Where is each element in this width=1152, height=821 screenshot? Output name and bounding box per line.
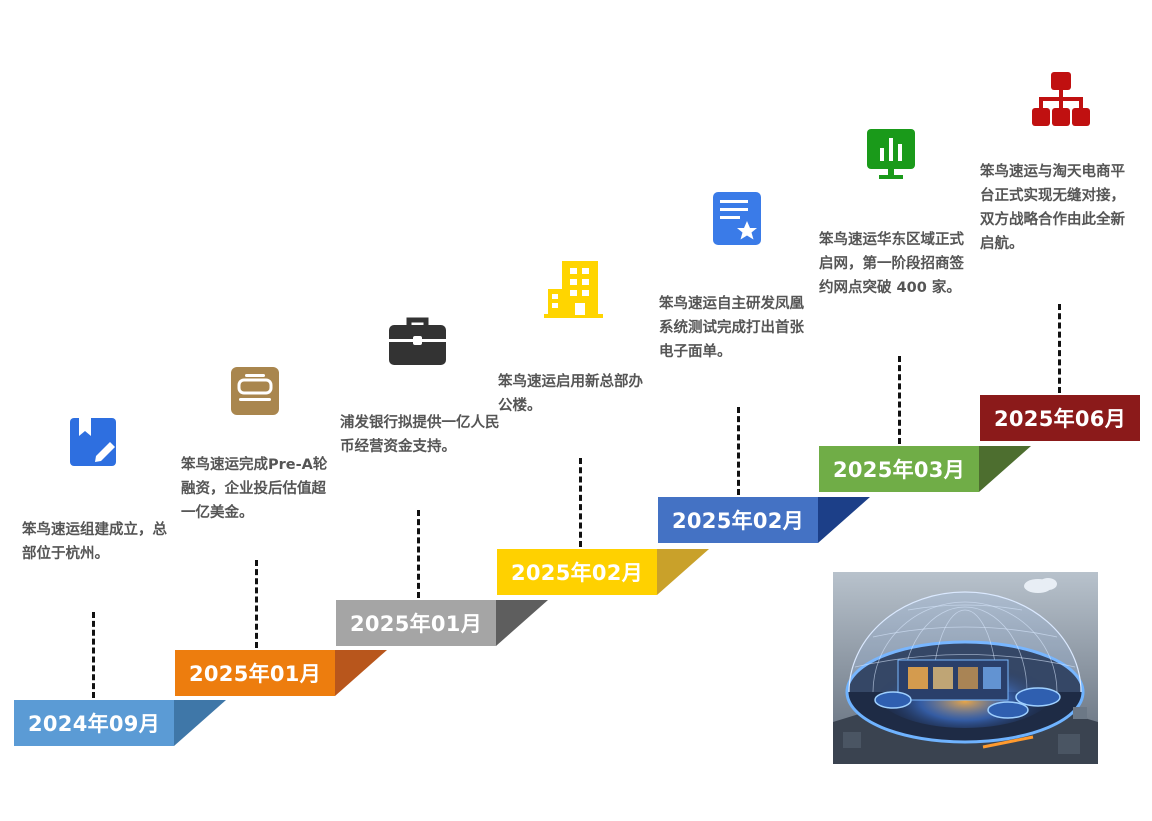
date-label: 2025年01月 [336,600,496,646]
date-label: 2025年02月 [658,497,818,543]
milestone-date-step-6: 2025年03月 [819,446,1031,492]
bookmark-edit-icon [70,418,116,466]
document-lines-icon [231,367,279,415]
step-fold [979,446,1031,492]
document-star-icon [713,192,761,245]
milestone-description-2: 笨鸟速运完成Pre-A轮融资，企业投后估值超一亿美金。 [181,457,328,521]
step-fold [818,497,870,543]
connector-dash-3 [417,510,420,598]
connector-dash-2 [255,560,258,648]
org-network-icon [1032,72,1090,126]
milestone-date-step-5: 2025年02月 [658,497,870,543]
step-fold [496,600,548,646]
connector-dash-4 [579,458,582,547]
step-fold [335,650,387,696]
connector-dash-1 [92,612,95,698]
connector-dash-6 [898,356,901,444]
connector-dash-5 [737,407,740,495]
milestone-date-step-1: 2024年09月 [14,700,226,746]
date-label: 2025年03月 [819,446,979,492]
milestone-date-step-4: 2025年02月 [497,549,709,595]
date-label: 2025年01月 [175,650,335,696]
milestone-description-6: 笨鸟速运华东区域正式启网，第一阶段招商签约网点突破 400 家。 [819,232,964,296]
step-fold [657,549,709,595]
milestone-date-step-2: 2025年01月 [175,650,387,696]
milestone-description-4: 笨鸟速运启用新总部办公楼。 [498,374,643,414]
milestone-description-3: 浦发银行拟提供一亿人民币经营资金支持。 [340,415,500,455]
monitor-chart-icon [867,129,915,179]
step-fold [174,700,226,746]
milestone-description-5: 笨鸟速运自主研发凤凰系统测试完成打出首张电子面单。 [659,296,804,360]
briefcase-icon [389,317,446,365]
milestone-date-step-3: 2025年01月 [336,600,548,646]
building-icon [544,261,603,318]
milestone-date-step-7: 2025年06月 [980,395,1140,441]
logistics-hub-illustration [833,572,1098,764]
milestone-description-1: 笨鸟速运组建成立，总部位于杭州。 [22,522,167,562]
date-label: 2024年09月 [14,700,174,746]
date-label: 2025年06月 [980,395,1140,441]
milestone-description-7: 笨鸟速运与淘天电商平台正式实现无缝对接，双方战略合作由此全新启航。 [980,164,1125,252]
connector-dash-7 [1058,304,1061,393]
date-label: 2025年02月 [497,549,657,595]
